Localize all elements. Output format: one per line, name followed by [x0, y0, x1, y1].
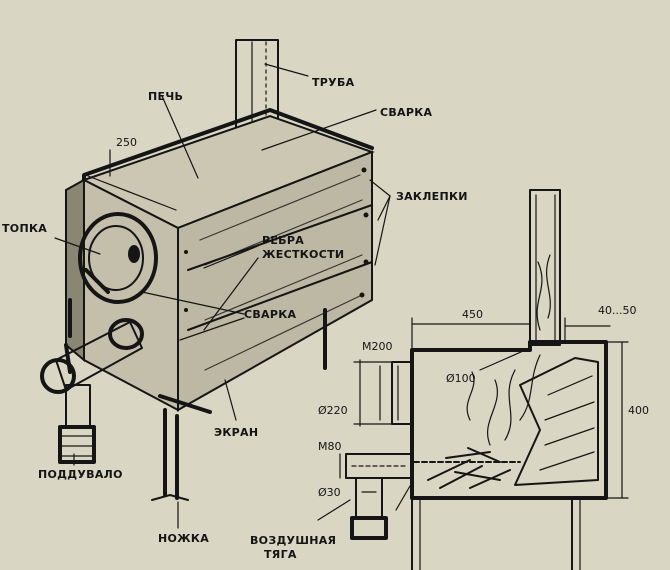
- dim-height: 400: [628, 404, 649, 417]
- label-rivets: ЗАКЛЕПКИ: [396, 190, 468, 203]
- section-firewood: [427, 447, 511, 489]
- stove-cross-section: [317, 189, 629, 570]
- stove-3d-drawing: [40, 39, 391, 529]
- label-pipe: ТРУБА: [312, 76, 355, 89]
- label-leg: НОЖКА: [158, 532, 209, 545]
- section-door: [391, 361, 413, 425]
- dim-width-top: 250: [116, 136, 137, 149]
- label-weld-mid: СВАРКА: [244, 308, 297, 321]
- dim-length: 450: [462, 308, 483, 321]
- dim-door-size: M200: [362, 340, 393, 353]
- label-screen: ЭКРАН: [214, 426, 258, 439]
- label-firebox: ТОПКА: [2, 222, 47, 235]
- label-ribs-line1: РЕБРА: [262, 234, 304, 247]
- section-air-inlet: [345, 453, 413, 540]
- dim-air-diameter: Ø30: [318, 486, 341, 499]
- label-stove: ПЕЧЬ: [148, 90, 183, 103]
- ash-pit-pipe: [40, 318, 144, 464]
- label-ash-pit: ПОДДУВАЛО: [38, 468, 123, 481]
- dim-ash-size: M80: [318, 440, 342, 453]
- label-air-line2: ТЯГА: [264, 548, 297, 561]
- section-baffle: [514, 357, 599, 486]
- label-air-line1: ВОЗДУШНАЯ: [250, 534, 336, 547]
- stove-legs: [68, 298, 327, 501]
- dim-offset: 40...50: [598, 304, 636, 317]
- dim-pipe-diameter: Ø100: [446, 372, 476, 385]
- firebox-door: [78, 212, 158, 304]
- label-ribs-line2: ЖЕСТКОСТИ: [262, 248, 344, 261]
- label-weld-top: СВАРКА: [380, 106, 433, 119]
- section-chimney: [529, 189, 561, 346]
- dim-door-diameter: Ø220: [318, 404, 348, 417]
